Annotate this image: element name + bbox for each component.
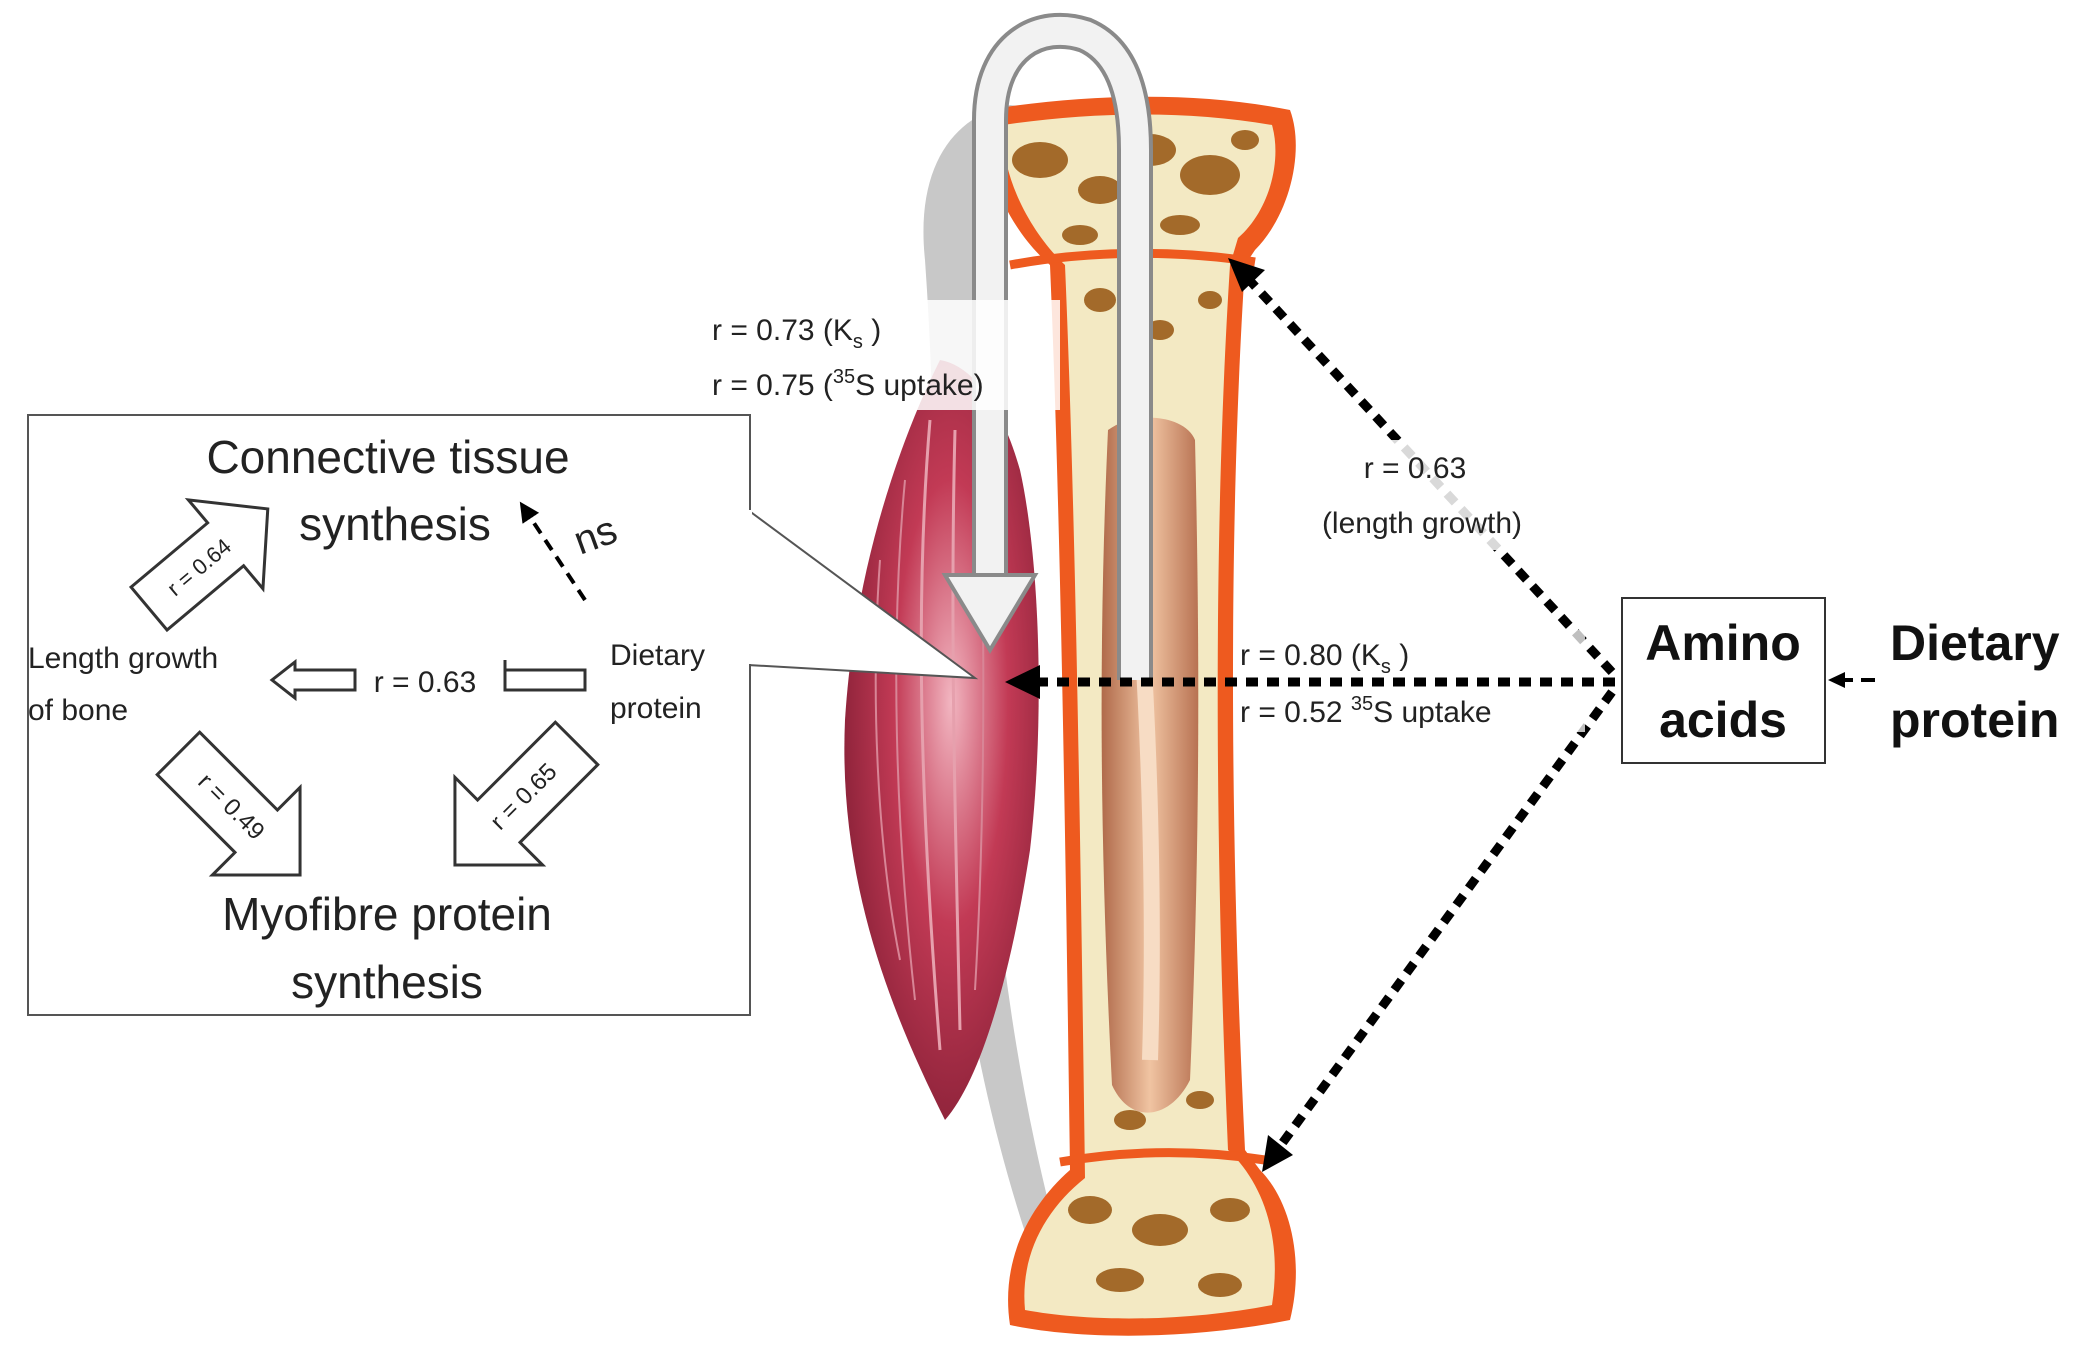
arrow-protein-to-length: r = 0.63 [269, 658, 587, 702]
arrow-to-lower-growth-plate [1266, 689, 1616, 1163]
muscle-label-band-lower [1235, 692, 1585, 732]
tendon-label-band [700, 300, 1060, 410]
amino-acids-box: Amino acids [1621, 597, 1826, 764]
tendon-uptake-label: r = 0.75 (35S uptake) [712, 366, 984, 402]
box-dietary-protein-label-line2: protein [610, 692, 702, 725]
bone-label-band [1295, 440, 1550, 550]
myofibre-title-line2: synthesis [291, 956, 483, 1008]
r-protein-to-length: r = 0.63 [374, 666, 477, 699]
dietary-protein-label-line2: protein [1890, 692, 2059, 748]
amino-acids-label: Amino [1645, 615, 1801, 671]
muscle-uptake-label: r = 0.52 35S uptake [1240, 693, 1492, 729]
dietary-protein-label: Dietary [1890, 615, 2060, 671]
muscle-label-band [1235, 630, 1585, 670]
tendon-ks-label: r = 0.73 (Ks ) [712, 314, 881, 353]
bone-illustration [984, 96, 1296, 1336]
length-growth-label: Length growth [28, 642, 218, 675]
bone-r-label: r = 0.63 [1364, 452, 1467, 485]
summary-box: Connective tissue synthesis ns r = 0.64 … [27, 414, 979, 1016]
muscle-ks-label: r = 0.80 (Ks ) [1240, 639, 1409, 678]
box-dietary-protein-label: Dietary [610, 639, 705, 672]
length-growth-label-line2: of bone [28, 694, 128, 727]
connective-tissue-title-line2: synthesis [299, 498, 491, 550]
myofibre-title: Myofibre protein [222, 888, 552, 940]
connective-tissue-title: Connective tissue [206, 431, 569, 483]
bone-description-label: (length growth) [1322, 507, 1522, 540]
tendon-to-muscle-arrow [941, 12, 1153, 680]
amino-acids-label-line2: acids [1659, 692, 1787, 748]
